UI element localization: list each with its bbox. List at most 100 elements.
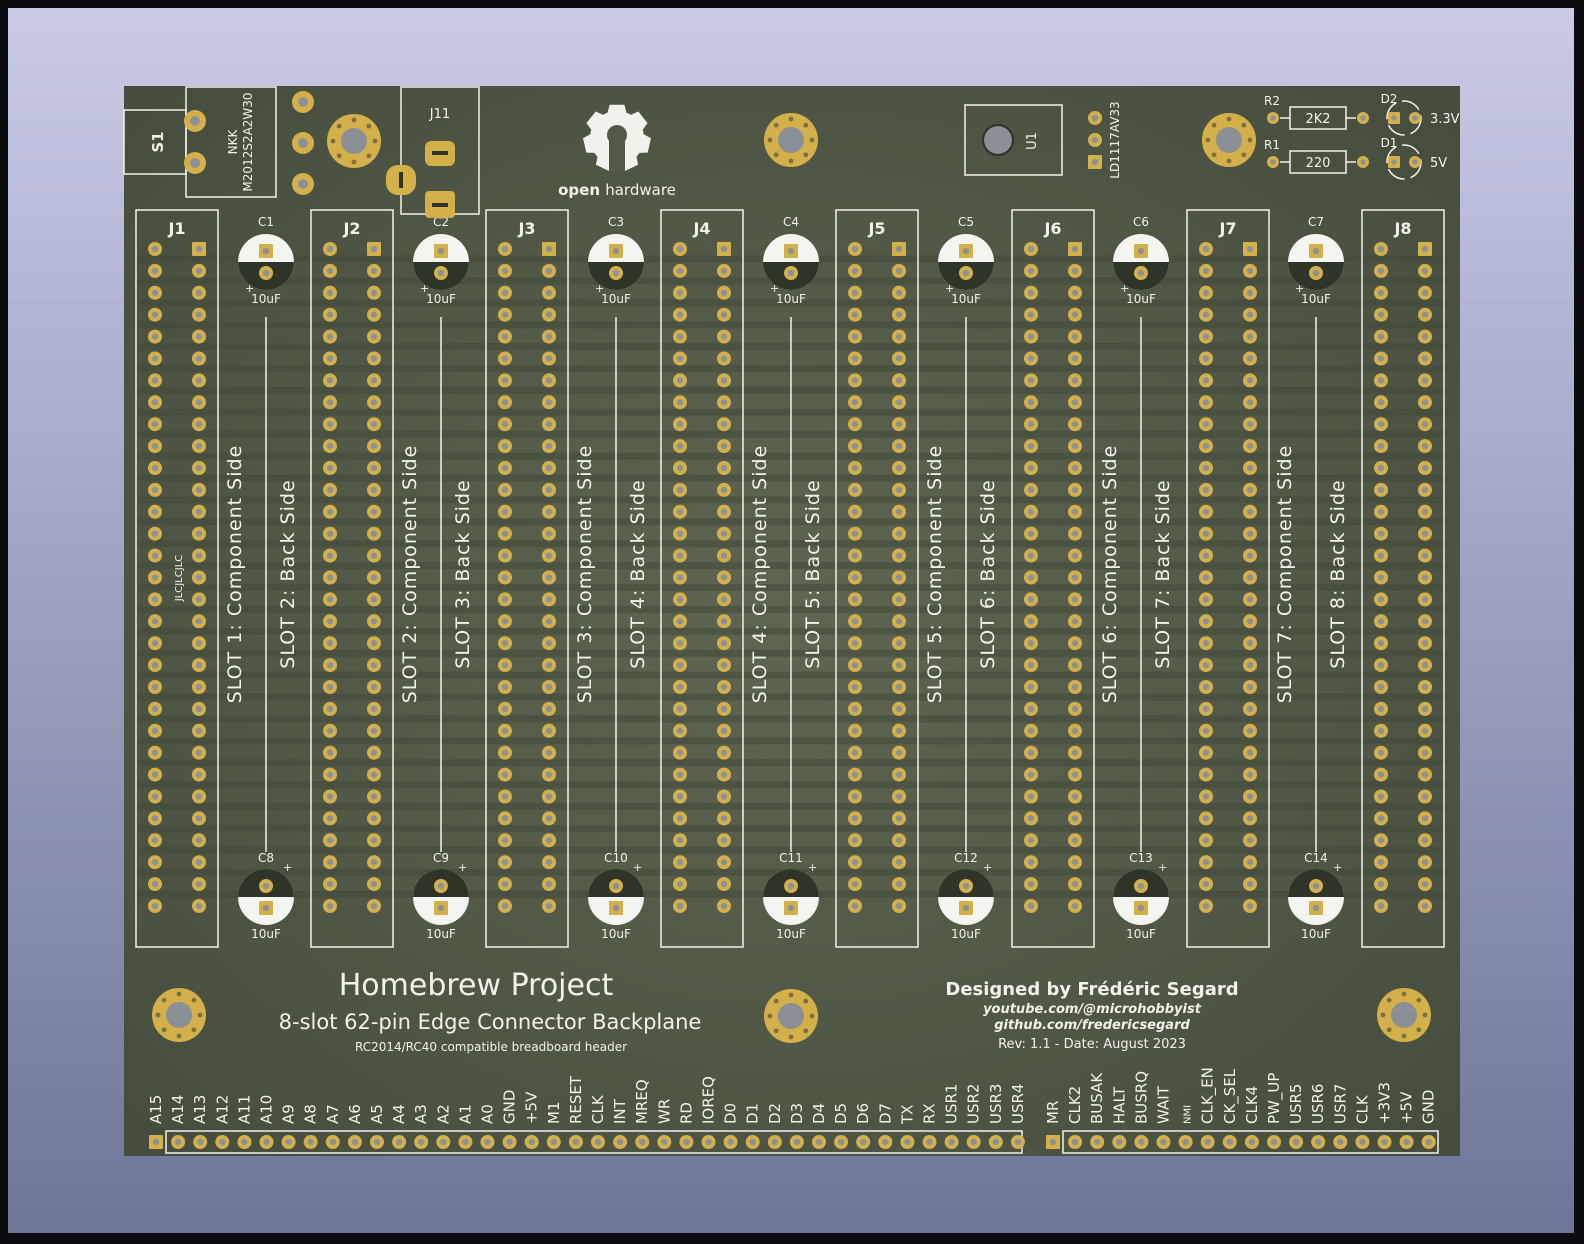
polarity-mark: +	[983, 861, 992, 874]
pad	[192, 373, 206, 388]
pad	[609, 901, 623, 915]
pad	[717, 877, 731, 892]
pad	[148, 242, 162, 256]
pad	[717, 614, 731, 629]
pad	[542, 373, 556, 388]
pad	[498, 548, 512, 563]
pad	[1024, 877, 1038, 892]
pad	[148, 767, 162, 782]
pad	[1243, 855, 1257, 870]
capacitor-ref: C3	[608, 215, 624, 229]
pad	[542, 701, 556, 716]
pad	[434, 901, 448, 915]
pad	[259, 879, 273, 893]
connector-j4: J4	[660, 209, 744, 948]
pad	[745, 1135, 760, 1149]
pad	[1243, 592, 1257, 607]
pad	[1374, 351, 1388, 366]
pad	[1199, 373, 1213, 388]
pad	[1068, 833, 1082, 848]
pad	[148, 548, 162, 563]
pad	[892, 570, 906, 585]
pad	[1418, 504, 1432, 519]
slot-back-side-label: SLOT 4: Back Side	[627, 479, 649, 668]
header-pin-label: D1	[744, 1103, 762, 1124]
pad	[1024, 833, 1038, 848]
pad	[1309, 901, 1323, 915]
pad	[1068, 1135, 1083, 1149]
pad	[1068, 636, 1082, 651]
pad	[498, 285, 512, 300]
pad	[458, 1135, 473, 1149]
pad	[259, 266, 273, 280]
pad	[1068, 658, 1082, 673]
capacitor-c14: C14+10uF	[1288, 851, 1344, 941]
pad	[542, 417, 556, 432]
pad	[367, 767, 381, 782]
pad	[1418, 811, 1432, 826]
pad	[542, 592, 556, 607]
regulator-part: LD1117AV33	[1108, 101, 1122, 178]
pad	[1243, 285, 1257, 300]
pad	[1374, 548, 1388, 563]
pad	[184, 110, 206, 132]
pad	[892, 263, 906, 278]
title-line1: Homebrew Project	[339, 968, 614, 1003]
pad	[1374, 811, 1388, 826]
pad	[1199, 263, 1213, 278]
pad	[367, 242, 381, 256]
pad	[673, 395, 687, 410]
pad	[323, 789, 337, 804]
pad	[1418, 767, 1432, 782]
pad	[1374, 417, 1388, 432]
slot-back-side-label: SLOT 5: Back Side	[802, 479, 824, 668]
pad	[192, 329, 206, 344]
pad	[717, 307, 731, 322]
pad	[184, 152, 206, 174]
polarity-mark: +	[283, 861, 292, 874]
header-pin-label: +5V	[1398, 1091, 1416, 1124]
pad	[673, 658, 687, 673]
pad	[1222, 1135, 1237, 1149]
pad	[149, 1135, 163, 1149]
header-pin-label: D7	[876, 1103, 894, 1124]
capacitor-value: 10uF	[951, 292, 981, 306]
pad	[498, 504, 512, 519]
connector-j8: J8	[1361, 209, 1445, 948]
pad	[1418, 395, 1432, 410]
connector-label: J3	[517, 219, 535, 238]
pad	[1243, 899, 1257, 913]
slot-component-side-label: SLOT 7: Component Side	[1274, 445, 1296, 704]
pad	[259, 1135, 274, 1149]
header-pin-label: +3V3	[1376, 1082, 1394, 1124]
pad	[1418, 570, 1432, 585]
pad	[1418, 680, 1432, 694]
pad	[717, 658, 731, 673]
pad	[148, 417, 162, 432]
pad	[498, 482, 512, 497]
pad	[892, 307, 906, 322]
pad	[1156, 1135, 1171, 1149]
pad	[1243, 482, 1257, 497]
pad	[717, 899, 731, 913]
pad	[673, 482, 687, 497]
pad	[1374, 701, 1388, 716]
polarity-mark: +	[595, 282, 604, 295]
pad	[1199, 307, 1213, 322]
pad	[367, 680, 381, 694]
pad	[1112, 1135, 1127, 1149]
pad	[1333, 1135, 1348, 1149]
pad	[673, 285, 687, 300]
pad	[1199, 548, 1213, 563]
pad	[367, 899, 381, 913]
pad	[1068, 592, 1082, 607]
pad	[1374, 899, 1388, 913]
pad	[1418, 855, 1432, 870]
capacitor-value: 10uF	[951, 927, 981, 941]
pad	[848, 658, 862, 673]
header-pin-label: MREQ	[633, 1079, 651, 1124]
capacitor-ref: C10	[604, 851, 628, 865]
capacitor-value: 10uF	[1301, 292, 1331, 306]
pad	[281, 1135, 296, 1149]
